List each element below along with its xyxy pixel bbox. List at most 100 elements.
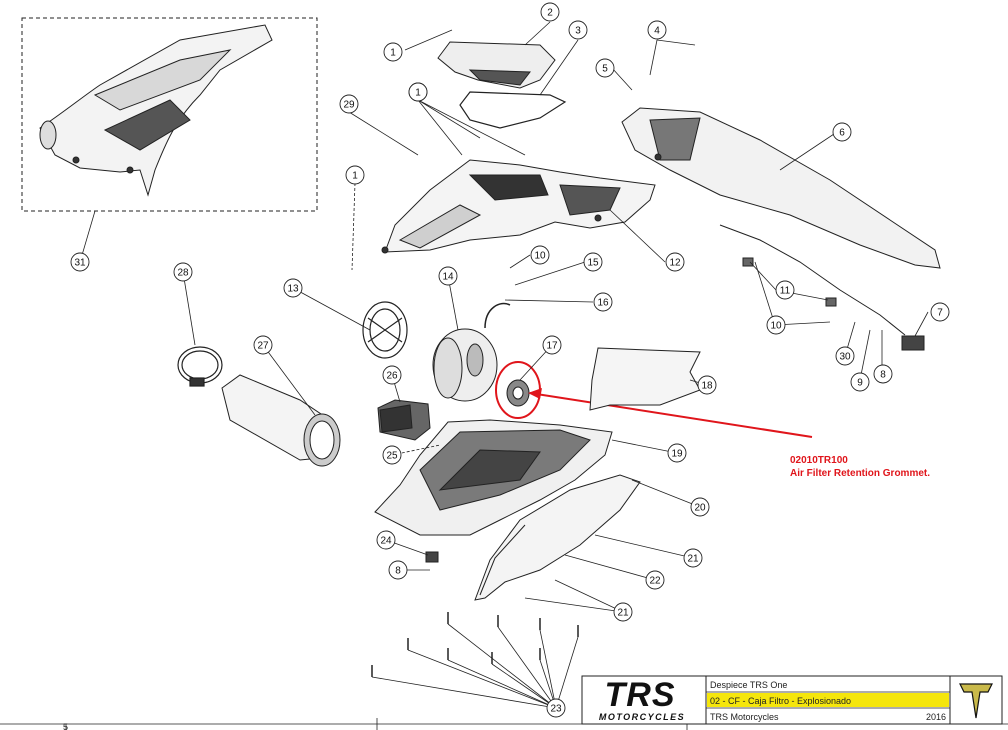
callout-circle — [595, 58, 615, 78]
callout-circle — [382, 365, 402, 385]
callout-circle — [408, 82, 428, 102]
callout-circle — [930, 302, 950, 322]
highlight-arrowhead — [528, 388, 542, 399]
callout-label: 29 — [343, 100, 355, 111]
callout-label: 11 — [780, 286, 791, 297]
highlight-arrow — [529, 392, 813, 438]
rear-fender-6 — [621, 107, 941, 269]
clamp-28 — [177, 346, 223, 387]
callout-circle — [540, 2, 560, 22]
block-26 — [377, 399, 431, 441]
callout-label: 18 — [701, 381, 713, 392]
callout-label: 14 — [442, 272, 454, 283]
callout-label: 28 — [177, 268, 189, 279]
plate-24 — [425, 551, 439, 563]
callout-label: 25 — [386, 451, 398, 462]
callout-label: 19 — [671, 449, 683, 460]
callout-circle — [542, 335, 562, 355]
callout-8: 8 — [873, 364, 893, 384]
part-description-label: Air Filter Retention Grommet. — [790, 468, 930, 479]
callout-11: 11 — [775, 280, 795, 300]
trs-logo-subtext: MOTORCYCLES — [599, 712, 685, 722]
callout-circle — [613, 602, 633, 622]
callout-circle — [873, 364, 893, 384]
callout-12: 12 — [665, 252, 685, 272]
callout-15: 15 — [583, 252, 603, 272]
callout-label: 12 — [669, 258, 681, 269]
callout-label: 24 — [380, 536, 392, 547]
callout-circle — [667, 443, 687, 463]
callout-circle — [382, 445, 402, 465]
screws-23 — [371, 612, 579, 677]
callout-circle — [593, 292, 613, 312]
leader-lines — [79, 21, 929, 709]
callout-10: 10 — [530, 245, 550, 265]
callout-28: 28 — [173, 262, 193, 282]
document-name: Despiece TRS One — [710, 680, 787, 690]
callout-label: 8 — [880, 370, 886, 381]
filter-cage-13 — [362, 301, 408, 359]
detail-view-31 — [21, 17, 318, 212]
callout-circle — [665, 252, 685, 272]
callout-16: 16 — [593, 292, 613, 312]
callout-circle — [376, 530, 396, 550]
callout-7: 7 — [930, 302, 950, 322]
callout-label: 30 — [839, 352, 851, 363]
callout-26: 26 — [382, 365, 402, 385]
callout-circle — [583, 252, 603, 272]
callout-label: 6 — [839, 128, 845, 139]
highlight-label: 02010TR100 Air Filter Retention Grommet. — [790, 455, 930, 479]
callout-27: 27 — [253, 335, 273, 355]
callout-circle — [832, 122, 852, 142]
callout-circle — [388, 560, 408, 580]
callout-2: 2 — [540, 2, 560, 22]
callout-circle — [438, 266, 458, 286]
callout-circle — [568, 20, 588, 40]
mudflap-edge — [479, 524, 526, 596]
cover-2 — [437, 41, 556, 89]
callout-22: 22 — [645, 570, 665, 590]
callout-circle — [173, 262, 193, 282]
callout-label: 3 — [575, 26, 581, 37]
airbox-base-19 — [374, 419, 613, 536]
callout-label: 9 — [857, 378, 863, 389]
callout-label: 2 — [547, 8, 553, 19]
callout-19: 19 — [667, 443, 687, 463]
callout-label: 4 — [654, 26, 660, 37]
callout-8: 8 — [388, 560, 408, 580]
title-block: TRS MOTORCYCLES Despiece TRS One 02 - CF… — [581, 675, 1003, 725]
callout-20: 20 — [690, 497, 710, 517]
callout-23: 23 — [546, 698, 566, 718]
callout-label: 20 — [694, 503, 706, 514]
callout-layer: 1234516291131121015161172813142717261810… — [70, 2, 950, 718]
callout-4: 4 — [647, 20, 667, 40]
callout-circle — [530, 245, 550, 265]
callout-29: 29 — [339, 94, 359, 114]
company-name: TRS Motorcycles — [710, 712, 779, 722]
grommet-17 — [506, 379, 530, 407]
callout-1: 1 — [383, 42, 403, 62]
callout-14: 14 — [438, 266, 458, 286]
callout-circle — [383, 42, 403, 62]
callout-label: 5 — [602, 64, 608, 75]
callout-circle — [70, 252, 90, 272]
callout-circle — [690, 497, 710, 517]
callout-label: 17 — [546, 341, 558, 352]
callout-label: 1 — [352, 171, 358, 182]
callout-label: 13 — [287, 284, 299, 295]
mudflap-20 — [474, 474, 641, 601]
trs-emblem-icon — [959, 683, 993, 719]
frame-tick-label: 5 — [63, 722, 68, 730]
callout-label: 15 — [587, 258, 599, 269]
callout-10: 10 — [766, 315, 786, 335]
clip-16 — [484, 302, 511, 329]
panel-18 — [589, 347, 701, 411]
callout-label: 7 — [937, 308, 943, 319]
callout-18: 18 — [697, 375, 717, 395]
callout-circle — [283, 278, 303, 298]
air-filter-14 — [432, 328, 498, 402]
callout-circle — [546, 698, 566, 718]
callout-label: 31 — [74, 258, 86, 269]
callout-circle — [645, 570, 665, 590]
